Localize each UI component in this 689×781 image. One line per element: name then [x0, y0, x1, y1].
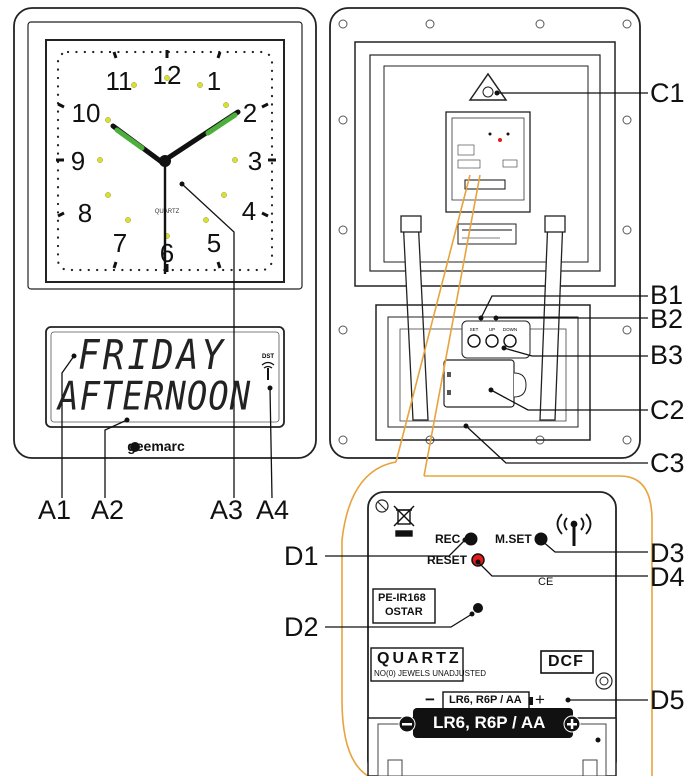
callout-a1: A1: [38, 495, 72, 525]
mset-label: M.SET: [495, 532, 532, 546]
numeral-10: 10: [72, 98, 101, 128]
dial-quartz-text: QUARTZ: [155, 209, 180, 215]
lcd-day-text: FRIDAY: [78, 332, 227, 380]
detail-panel: [367, 491, 617, 777]
front-clock: 12 1 2 3 4 5 6 7 8 9 10 11 QUARTZ geemar…: [13, 7, 317, 459]
down-button[interactable]: [503, 334, 517, 348]
leader-lines: [61, 92, 648, 701]
quartz-label-box: [370, 647, 464, 682]
lume-dots: [97, 75, 238, 239]
reset-label: RESET: [427, 553, 468, 567]
radio-antenna-icon: [261, 361, 275, 380]
back-buttons: SET UP DOWN: [467, 327, 517, 348]
callout-b3: B3: [650, 340, 684, 370]
numeral-8: 8: [78, 198, 92, 228]
model-line1: PE-IR168: [378, 592, 426, 604]
d2-hole: [473, 603, 483, 613]
stand-legs: [400, 215, 566, 421]
callout-b2: B2: [650, 304, 684, 334]
dcf-label: DCF: [548, 653, 584, 670]
dst-label: DST: [262, 354, 274, 360]
small-battery-plus: +: [535, 690, 545, 709]
back-clock: SET UP DOWN: [329, 7, 641, 459]
callout-c1: C1: [650, 78, 685, 108]
callout-d5: D5: [650, 685, 685, 715]
callout-a2: A2: [91, 495, 125, 525]
model-label-box: [372, 588, 436, 624]
numeral-2: 2: [243, 98, 257, 128]
signal-antenna-icon: [556, 513, 592, 546]
battery-body: [413, 708, 573, 738]
numeral-12: 12: [153, 60, 182, 90]
dcf-label-box: [540, 650, 594, 674]
callout-d1: D1: [284, 541, 319, 571]
callout-d3: D3: [650, 538, 685, 568]
set-label: SET: [470, 327, 479, 332]
callout-d4: D4: [650, 562, 685, 592]
numeral-6: 6: [160, 238, 174, 268]
numeral-3: 3: [248, 146, 262, 176]
callout-b1: B1: [650, 280, 684, 310]
small-battery-minus: −: [425, 690, 435, 709]
lcd-period-text: AFTERNOON: [58, 374, 252, 420]
numeral-5: 5: [207, 228, 221, 258]
quartz-sub: NO(0) JEWELS UNADJUSTED: [374, 669, 487, 678]
ce-mark: CE: [538, 576, 554, 588]
up-label: UP: [489, 327, 495, 332]
numeral-1: 1: [207, 66, 221, 96]
big-battery-label: LR6, R6P / AA: [433, 713, 546, 732]
callout-a4: A4: [256, 495, 290, 525]
numeral-11: 11: [106, 66, 133, 96]
set-button[interactable]: [467, 334, 481, 348]
up-button[interactable]: [485, 334, 499, 348]
numeral-7: 7: [113, 228, 127, 258]
zoom-connector-lines: [341, 174, 653, 777]
callout-c3: C3: [650, 448, 685, 478]
battery-door: [443, 359, 515, 408]
brand-logo-mark: [130, 442, 140, 452]
leader-dots: [71, 90, 571, 703]
small-battery-label: LR6, R6P / AA: [449, 694, 522, 706]
quartz-title: QUARTZ: [377, 650, 462, 667]
numeral-9: 9: [71, 146, 85, 176]
callout-a3: A3: [210, 495, 244, 525]
clock-hands: [110, 109, 241, 274]
callout-d2: D2: [284, 612, 319, 642]
down-label: DOWN: [503, 327, 517, 332]
hour-ticks: [56, 50, 276, 272]
lcd-window: [45, 326, 285, 428]
back-label: [457, 223, 517, 245]
weee-bin-icon: [393, 505, 415, 537]
model-line2: OSTAR: [385, 606, 423, 618]
rec-label: REC: [435, 532, 461, 546]
dial-numerals: 12 1 2 3 4 5 6 7 8 9 10 11: [71, 60, 262, 268]
numeral-4: 4: [242, 196, 256, 226]
brand-logo: geemarc: [127, 438, 185, 454]
callout-c2: C2: [650, 395, 685, 425]
